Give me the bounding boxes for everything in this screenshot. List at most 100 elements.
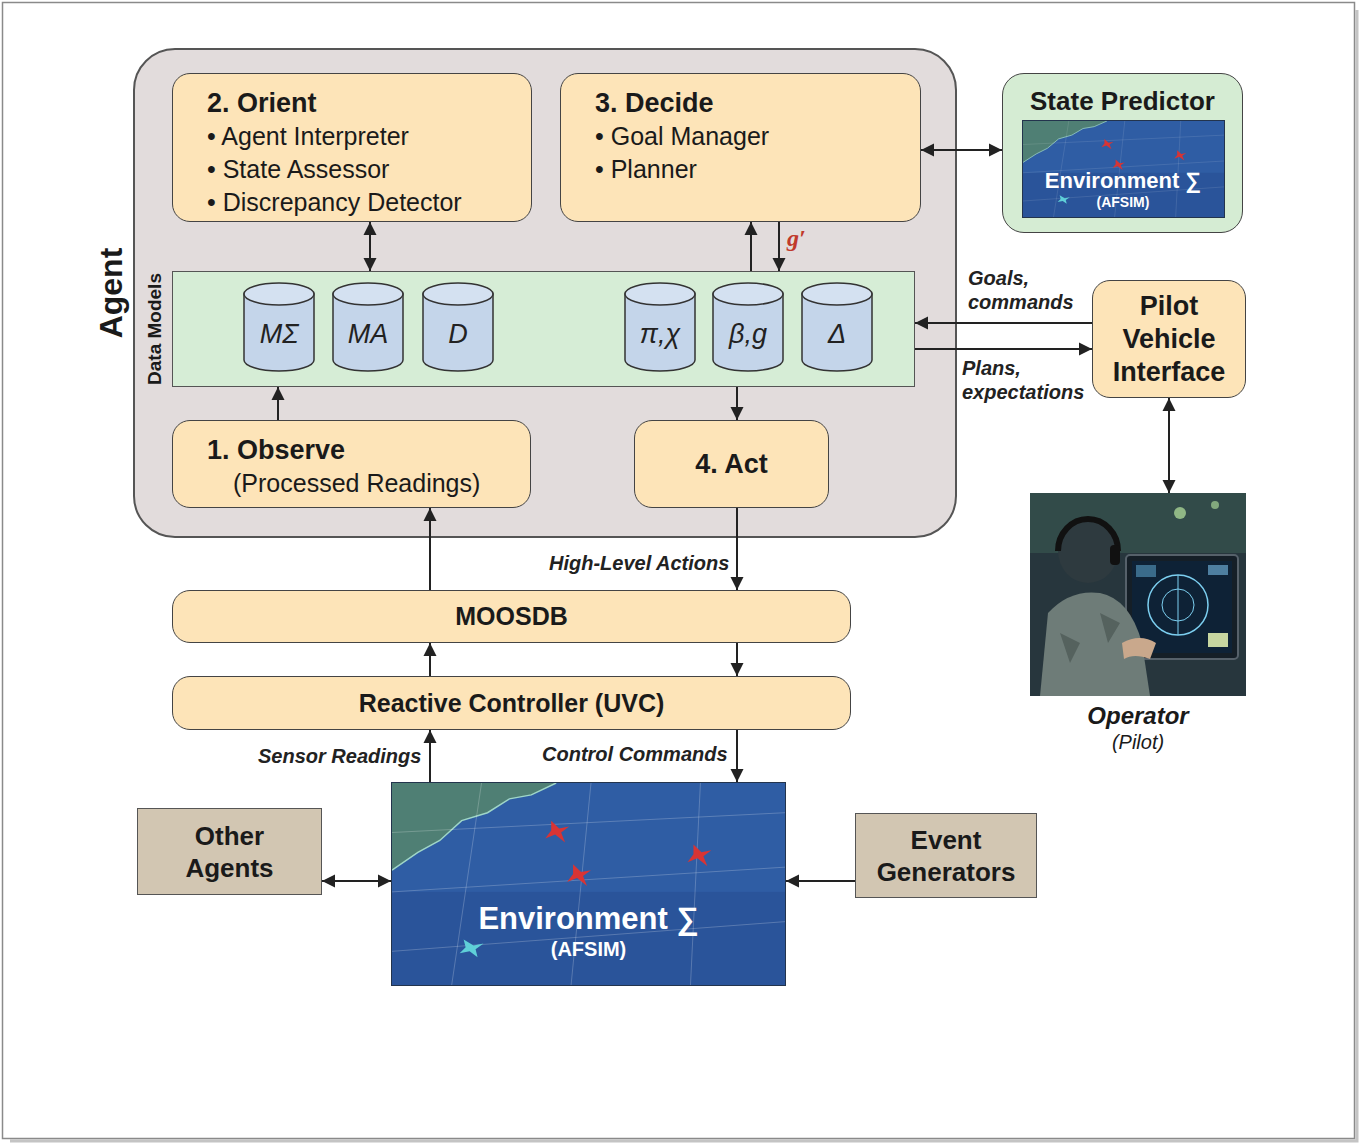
- list-item: • Agent Interpreter: [207, 120, 519, 153]
- node-text: β,g: [729, 319, 767, 350]
- node-text: (AFSIM): [551, 937, 627, 961]
- arrow-head: [424, 508, 437, 521]
- node-text: 4. Act: [695, 448, 768, 481]
- image-caption: Operator: [1010, 702, 1266, 730]
- image-caption: (Pilot): [1010, 730, 1266, 754]
- connector-line: [1168, 398, 1170, 493]
- box-heading: 2. Orient: [207, 86, 519, 120]
- arrow-head: [364, 258, 377, 271]
- external-box: Event Generators: [855, 813, 1037, 898]
- arrow-head: [786, 875, 799, 888]
- arrow-head: [378, 875, 391, 888]
- connector: [773, 222, 786, 271]
- data-store: MA: [332, 282, 404, 372]
- connector: [745, 222, 758, 271]
- connector: [921, 144, 1002, 157]
- connector-line: [429, 508, 431, 590]
- arrow-head: [424, 730, 437, 743]
- predictor-box: State Predictor Environment ∑(AFSIM): [1002, 73, 1243, 233]
- connector-line: [736, 643, 738, 676]
- caption: Operator(Pilot): [1010, 702, 1266, 754]
- connector-line: [736, 508, 738, 590]
- arrow-head: [364, 222, 377, 235]
- connector-line: [277, 387, 279, 420]
- connector-line: [921, 149, 1002, 151]
- connector: [731, 730, 744, 782]
- connector-line: [786, 880, 855, 882]
- frame-shadow: [10, 10, 1357, 1141]
- arrow-head: [731, 407, 744, 420]
- connector-line: [736, 730, 738, 782]
- frame-border: [3, 3, 1355, 1139]
- box-heading: 1. Observe: [207, 433, 518, 467]
- environment-image: Environment ∑(AFSIM): [391, 782, 786, 986]
- connector: [915, 317, 1092, 330]
- list-item: • Goal Manager: [595, 120, 908, 153]
- connector: [731, 643, 744, 676]
- edge-label: Goals, commands: [968, 266, 1082, 314]
- arrow-head: [745, 222, 758, 235]
- edge-label: Sensor Readings: [258, 744, 421, 768]
- connector: [731, 508, 744, 590]
- connector: [322, 875, 391, 888]
- arrow-head: [1079, 343, 1092, 356]
- bus-bar: MOOSDB: [172, 590, 851, 643]
- connector-line: [915, 348, 1092, 350]
- connector: [272, 387, 285, 420]
- process-box: 3. Decide• Goal Manager• Planner: [560, 73, 921, 222]
- node-text: Δ: [828, 319, 846, 350]
- box-heading: State Predictor: [1003, 74, 1242, 116]
- connector-line: [736, 387, 738, 420]
- list-item: • State Assessor: [207, 153, 519, 186]
- arrow-head: [424, 643, 437, 656]
- arrow-head: [731, 769, 744, 782]
- operator-image: Operator(Pilot): [1030, 493, 1246, 696]
- edge-label: g′: [787, 226, 806, 250]
- connector: [915, 343, 1092, 356]
- arrow-head: [322, 875, 335, 888]
- edge-label: Plans, expectations: [962, 356, 1096, 404]
- node-text: Environment ∑: [478, 901, 698, 937]
- node-text: MOOSDB: [455, 600, 568, 633]
- connector-line: [322, 880, 391, 882]
- data-store: β,g: [712, 282, 784, 372]
- arrow-head: [915, 317, 928, 330]
- data-store: Δ: [801, 282, 873, 372]
- node-text: Pilot Vehicle Interface: [1105, 290, 1233, 389]
- arrow-head: [1163, 398, 1176, 411]
- data-models-band: MΣ MA D π,χ β,g ΔData Models: [172, 271, 915, 387]
- list-item: (Processed Readings): [233, 467, 518, 500]
- environment-image: Environment ∑(AFSIM): [1022, 120, 1225, 218]
- process-box: 1. Observe(Processed Readings): [172, 420, 531, 508]
- node-text: D: [448, 319, 468, 350]
- connector-line: [750, 222, 752, 271]
- node-text: Event Generators: [870, 824, 1022, 888]
- edge-label: High-Level Actions: [549, 551, 729, 575]
- controller-bar: Reactive Controller (UVC): [172, 676, 851, 730]
- connector: [364, 222, 377, 271]
- operator-photo: [1030, 493, 1246, 696]
- box-heading: 3. Decide: [595, 86, 908, 120]
- connector: [786, 875, 855, 888]
- connector: [424, 643, 437, 676]
- connector-line: [915, 322, 1092, 324]
- agent-region: 2. Orient• Agent Interpreter• State Asse…: [133, 48, 957, 538]
- arrow-head: [731, 663, 744, 676]
- node-text: MA: [348, 319, 389, 350]
- connector: [424, 730, 437, 782]
- node-text: Reactive Controller (UVC): [359, 687, 665, 720]
- node-text: (AFSIM): [1097, 194, 1150, 211]
- node-text: π,χ: [640, 319, 680, 350]
- node-text: Environment ∑: [1045, 168, 1201, 194]
- arrow-head: [773, 258, 786, 271]
- interface-box: Pilot Vehicle Interface: [1092, 280, 1246, 398]
- connector-line: [369, 222, 371, 271]
- region-heading: Data Models: [144, 273, 166, 385]
- process-box: 4. Act: [634, 420, 829, 508]
- arrow-head: [272, 387, 285, 400]
- data-store: D: [422, 282, 494, 372]
- arrow-head: [731, 577, 744, 590]
- process-box: 2. Orient• Agent Interpreter• State Asse…: [172, 73, 532, 222]
- connector-line: [429, 643, 431, 676]
- external-box: Other Agents: [137, 808, 322, 895]
